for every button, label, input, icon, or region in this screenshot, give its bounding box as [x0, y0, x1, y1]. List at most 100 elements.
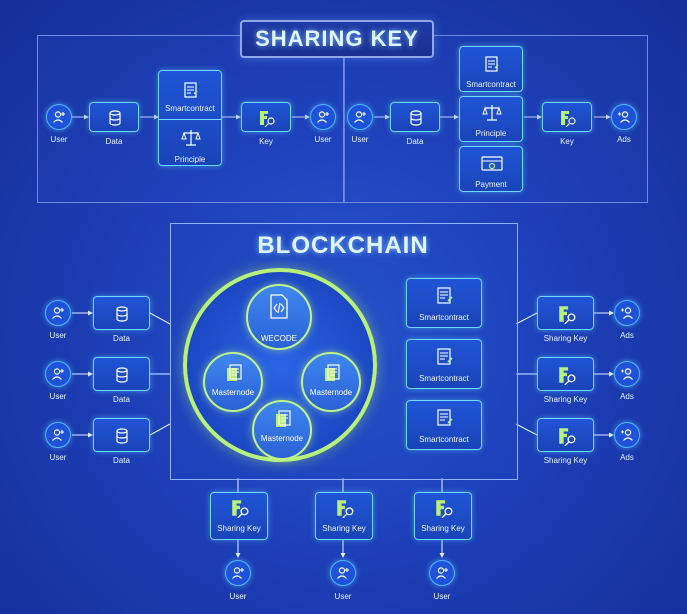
smartcontract-node: Smartcontract [406, 400, 482, 450]
database-icon [116, 306, 128, 322]
contract-document-icon [437, 287, 453, 304]
key-icon [337, 500, 354, 518]
sharing-key-node: Sharing Key [414, 492, 472, 540]
ads-user-icon [621, 307, 633, 319]
key-icon [559, 428, 576, 446]
user-node [45, 361, 71, 387]
contract-document-icon [325, 364, 340, 381]
user-node [45, 300, 71, 326]
blockchain-title: BLOCKCHAIN [257, 232, 429, 259]
masternode-label: Masternode [309, 388, 353, 397]
smartcontract-label: Smartcontract [419, 374, 469, 383]
wecode-node: WECODE [246, 284, 312, 350]
key-label: Key [259, 137, 273, 146]
key-icon [436, 500, 453, 518]
ads-node [614, 422, 640, 448]
user-in-node [347, 104, 373, 130]
contract-document-icon [437, 409, 453, 426]
sharing-key-node [537, 357, 594, 391]
contract-document-icon [276, 410, 291, 427]
sharing-key-label: Sharing Key [543, 395, 588, 404]
ads-node [614, 361, 640, 387]
user-node [330, 560, 356, 586]
ads-node [611, 104, 637, 130]
data-node [89, 102, 139, 132]
ads-label: Ads [620, 453, 634, 462]
database-icon [116, 428, 128, 444]
data-node [390, 102, 440, 132]
user-in-label: User [50, 135, 68, 144]
masternode-label: Masternode [211, 388, 255, 397]
user-label: User [49, 453, 67, 462]
data-label: Data [113, 334, 130, 343]
principle-node: Principle [459, 96, 523, 142]
key-node [241, 102, 291, 132]
user-add-icon [52, 429, 64, 441]
key-icon [559, 367, 576, 385]
ads-user-icon [621, 368, 633, 380]
sharing-key-label: Sharing Key [543, 334, 588, 343]
user-label: User [433, 592, 451, 601]
user-add-icon [52, 307, 64, 319]
page-title: SHARING KEY [255, 26, 419, 51]
ads-node [614, 300, 640, 326]
smartcontract-label: Smartcontract [466, 80, 516, 89]
contract-document-icon [485, 56, 499, 72]
sharing-key-title-box: SHARING KEY [240, 20, 434, 58]
payment-label: Payment [475, 180, 507, 189]
ads-label: Ads [617, 135, 631, 144]
user-out-node [310, 104, 336, 130]
key-label: Key [560, 137, 574, 146]
user-add-icon [317, 111, 329, 123]
user-node [225, 560, 251, 586]
code-file-icon [270, 294, 288, 319]
user-in-label: User [351, 135, 369, 144]
sharing-key-label: Sharing Key [421, 524, 465, 533]
data-label: Data [113, 456, 130, 465]
scale-icon [181, 130, 201, 146]
smartcontract-label: Smartcontract [419, 435, 469, 444]
sharing-key-label: Sharing Key [543, 456, 588, 465]
data-label: Data [105, 137, 123, 146]
principle-label: Principle [174, 155, 206, 164]
user-add-icon [52, 368, 64, 380]
payment-node: Payment [459, 146, 523, 192]
key-node [542, 102, 592, 132]
user-out-label: User [314, 135, 332, 144]
user-in-node [46, 104, 72, 130]
principle-label: Principle [475, 129, 507, 138]
ads-user-icon [621, 429, 633, 441]
scale-icon [482, 105, 502, 121]
wecode-label: WECODE [261, 334, 297, 343]
user-add-icon [53, 111, 65, 123]
database-icon [410, 110, 422, 126]
key-icon [260, 111, 275, 127]
sharing-key-node: Sharing Key [315, 492, 373, 540]
smartcontract-label: Smartcontract [419, 313, 469, 322]
user-node [45, 422, 71, 448]
sharing-key-label: Sharing Key [322, 524, 366, 533]
user-add-icon [354, 111, 366, 123]
database-icon [116, 367, 128, 383]
key-icon [232, 500, 249, 518]
key-icon [559, 306, 576, 324]
sharing-key-node: Sharing Key [210, 492, 268, 540]
key-icon [561, 111, 576, 127]
data-label: Data [406, 137, 424, 146]
database-icon [109, 110, 121, 126]
contract-document-icon [184, 82, 198, 98]
data-node [93, 418, 150, 452]
data-node [93, 296, 150, 330]
user-add-icon [337, 567, 349, 579]
payment-card-icon [481, 156, 503, 171]
user-node [429, 560, 455, 586]
sharing-key-node [537, 296, 594, 330]
smartcontract-node: Smartcontract [406, 278, 482, 328]
contract-document-icon [437, 348, 453, 365]
ads-user-icon [618, 111, 630, 123]
data-node [93, 357, 150, 391]
sharing-key-label: Sharing Key [217, 524, 261, 533]
contract-document-icon [227, 364, 242, 381]
